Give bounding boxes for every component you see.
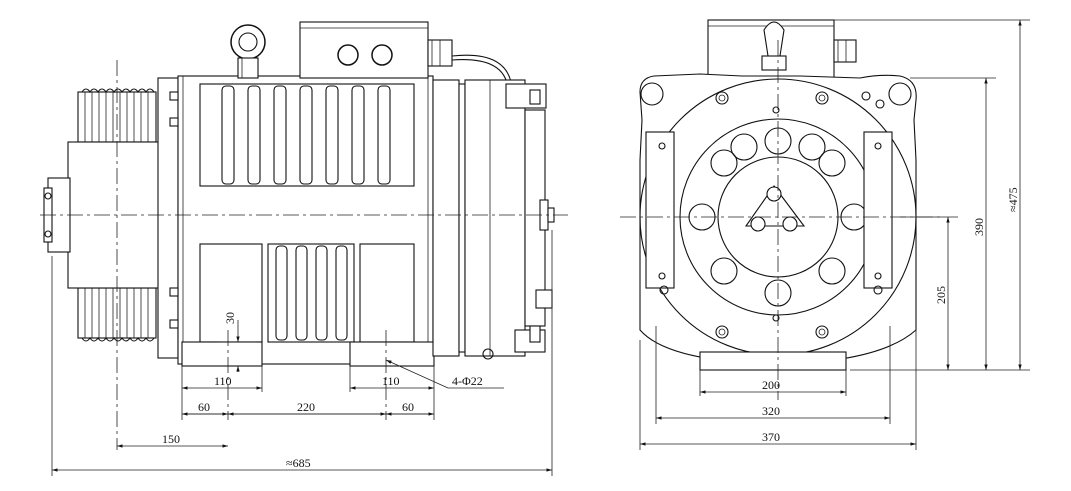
dim-mount-height: 390: [972, 218, 986, 236]
lifting-eye-icon: [230, 24, 266, 79]
dim-hole-from-pulley: 150: [162, 432, 180, 446]
dim-base-width: 200: [762, 378, 780, 392]
cable-gland-2-icon: [371, 44, 393, 66]
lug-hole-right-icon: [888, 82, 912, 106]
bracket-left: [645, 131, 675, 289]
dim-overall-length: ≈685: [286, 456, 311, 470]
dim-hole-offset-right: 60: [402, 400, 414, 414]
foot-right: [349, 341, 435, 367]
lug-hole-left-icon: [640, 82, 664, 106]
front-flange-bolts: [715, 91, 829, 339]
shaft-end-triangle: [744, 185, 806, 227]
dim-bolt-holes: 4-Φ22: [452, 374, 483, 388]
brake-housing: [464, 79, 526, 357]
foot-left: [181, 341, 263, 367]
front-view: 200 320 370 205 390 ≈475: [620, 19, 1030, 450]
dim-overall-width: 370: [762, 430, 780, 444]
cooling-slots-upper: [199, 83, 415, 187]
dim-hole-offset-left: 60: [198, 400, 210, 414]
dim-foot-left: 110: [214, 374, 232, 388]
side-view: 110 110 4-Φ22 60 220 60 150 ≈685 30: [40, 21, 568, 476]
dim-foot-height: 30: [223, 312, 237, 324]
dim-overall-height: ≈475: [1006, 187, 1020, 212]
rear-flange: [432, 79, 460, 357]
junction-box: [299, 21, 429, 79]
cable-gland-1-icon: [337, 44, 359, 66]
dim-hole-spacing: 220: [297, 400, 315, 414]
motor-housing: [177, 75, 434, 365]
front-base: [699, 351, 847, 371]
dim-hole-width: 320: [762, 404, 780, 418]
dim-foot-right: 110: [382, 374, 400, 388]
front-lifting-eye-icon: [761, 21, 787, 71]
dim-center-height: 205: [934, 286, 948, 304]
bracket-right: [863, 131, 893, 289]
